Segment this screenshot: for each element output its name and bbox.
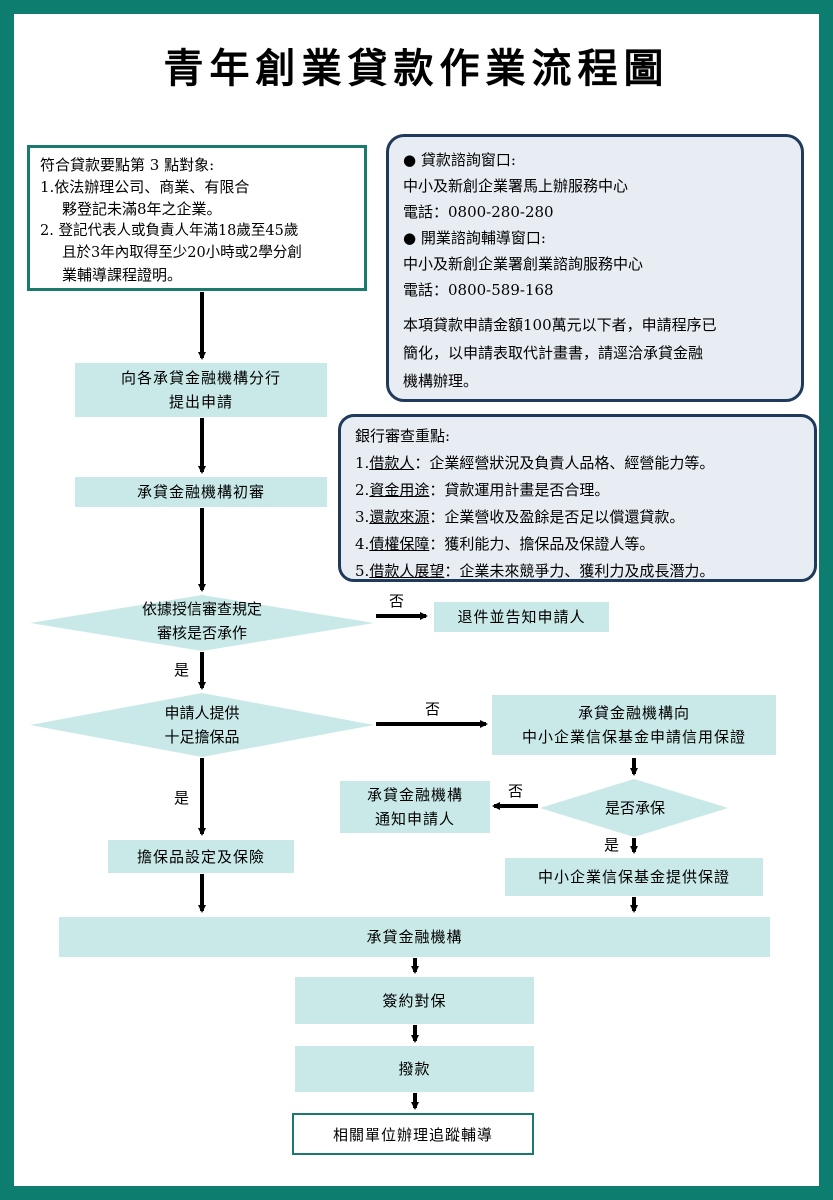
decision-1-no-label: 否 [389, 592, 405, 610]
decision-3-text: 是否承保 [604, 799, 665, 817]
disburse-box: 撥款 [295, 1046, 534, 1092]
review-item-1: 1.借款人：企業經營狀況及負責人品格、經營能力等。 [355, 450, 804, 477]
review-item-key: 資金用途 [369, 481, 430, 499]
review-item-desc: ：企業經營狀況及負責人品格、經營能力等。 [414, 454, 715, 472]
consult-note-line-2: 簡化，以申請表取代計畫書，請逕洽承貸金融 [403, 344, 704, 362]
review-item-desc: ：貸款運用計畫是否合理。 [429, 481, 610, 499]
review-item-desc: ：企業未來競爭力、獲利力及成長潛力。 [444, 562, 715, 580]
page-title: 青年創業貸款作業流程圖 [163, 45, 670, 92]
guarantee-apply-line-2: 中小企業信保基金申請信用保證 [521, 728, 746, 746]
sign-box: 簽約對保 [295, 977, 534, 1024]
notify-line-1: 承貸金融機構 [366, 786, 463, 804]
decision-3-diamond [540, 779, 728, 837]
eligibility-item-2-line-3: 業輔導課程證明。 [62, 266, 183, 284]
lender-box: 承貸金融機構 [59, 917, 770, 957]
decision-2-diamond [30, 693, 374, 757]
review-heading: 銀行審查重點: [355, 427, 451, 445]
review-item-key: 還款來源 [369, 508, 430, 526]
consult-window-2-org: 中小及新創企業署創業諮詢服務中心 [403, 255, 644, 273]
consult-window-2-phone: 電話：0800-589-168 [403, 281, 554, 299]
initial-review-box: 承貸金融機構初審 [75, 477, 327, 507]
review-item-3: 3.還款來源：企業營收及盈餘是否足以償還貸款。 [355, 504, 804, 531]
followup-box: 相關單位辦理追蹤輔導 [292, 1113, 534, 1155]
review-item-2: 2.資金用途：貸款運用計畫是否合理。 [355, 477, 804, 504]
decision-2-no-label: 否 [425, 700, 441, 718]
consult-window-1-title: ● 貸款諮詢窗口: [403, 151, 516, 169]
eligibility-item-1-line-1: 1.依法辦理公司、商業、有限合 [40, 178, 250, 196]
reject-box: 退件並告知申請人 [434, 602, 609, 632]
eligibility-item-2-line-2: 且於3年內取得至少20小時或2學分創 [62, 245, 302, 261]
decision-3-yes-label: 是 [604, 836, 620, 854]
eligibility-item-2-line-1: 2. 登記代表人或負責人年滿18歲至45歲 [40, 223, 299, 239]
decision-2-line-2: 十足擔保品 [164, 728, 240, 746]
apply-box: 向各承貸金融機構分行提出申請 [75, 363, 327, 417]
review-item-key: 債權保障 [369, 535, 430, 553]
review-item-num: 3. [355, 508, 370, 526]
decision-1-line-2: 審核是否承作 [156, 624, 247, 642]
eligibility-item-1-line-2: 夥登記未滿8年之企業。 [62, 200, 222, 218]
consult-window-2-title: ● 開業諮詢輔導窗口: [403, 229, 546, 247]
consult-note-line-1: 本項貸款申請金額100萬元以下者，申請程序已 [403, 316, 717, 334]
review-item-num: 5. [355, 562, 370, 580]
consultation-panel: ● 貸款諮詢窗口: 中小及新創企業署馬上辦服務中心 電話：0800-280-28… [386, 134, 804, 402]
apply-line-1: 向各承貸金融機構分行 [120, 369, 281, 387]
consult-window-1-org: 中小及新創企業署馬上辦服務中心 [403, 177, 629, 195]
eligibility-heading: 符合貸款要點第 3 點對象: [40, 156, 215, 174]
review-item-desc: ：獲利能力、擔保品及保證人等。 [429, 535, 655, 553]
notify-line-2: 通知申請人 [374, 810, 455, 828]
collateral-box: 擔保品設定及保險 [108, 840, 294, 873]
decision-3-no-label: 否 [508, 782, 524, 800]
notify-applicant-box: 承貸金融機構通知申請人 [340, 781, 490, 833]
review-item-num: 4. [355, 535, 370, 553]
consult-note-line-3: 機構辦理。 [403, 372, 479, 390]
apply-line-2: 提出申請 [168, 393, 233, 411]
guarantee-apply-box: 承貸金融機構向中小企業信保基金申請信用保證 [492, 695, 776, 755]
decision-2-yes-label: 是 [174, 789, 190, 807]
guarantee-apply-line-1: 承貸金融機構向 [577, 704, 690, 722]
review-item-num: 2. [355, 481, 370, 499]
decision-1-yes-label: 是 [174, 661, 190, 679]
review-item-desc: ：企業營收及盈餘是否足以償還貸款。 [429, 508, 685, 526]
decision-1-diamond [30, 595, 374, 651]
review-item-5: 5.借款人展望：企業未來競爭力、獲利力及成長潛力。 [355, 558, 804, 585]
review-item-key: 借款人 [369, 454, 415, 472]
eligibility-box: 符合貸款要點第 3 點對象: 1.依法辦理公司、商業、有限合 夥登記未滿8年之企… [27, 145, 367, 291]
decision-2-text: 申請人提供 十足擔保品 [102, 701, 302, 749]
consult-window-1-phone: 電話：0800-280-280 [403, 203, 554, 221]
bank-review-panel: 銀行審查重點: 1.借款人：企業經營狀況及負責人品格、經營能力等。 2.資金用途… [338, 414, 817, 582]
review-item-num: 1. [355, 454, 370, 472]
review-item-key: 借款人展望 [369, 562, 445, 580]
decision-1-text: 依據授信審查規定 審核是否承作 [102, 597, 302, 645]
decision-2-line-1: 申請人提供 [164, 704, 240, 722]
review-item-4: 4.債權保障：獲利能力、擔保品及保證人等。 [355, 531, 804, 558]
guarantee-provided-box: 中小企業信保基金提供保證 [505, 858, 763, 896]
decision-1-line-1: 依據授信審查規定 [141, 600, 262, 618]
